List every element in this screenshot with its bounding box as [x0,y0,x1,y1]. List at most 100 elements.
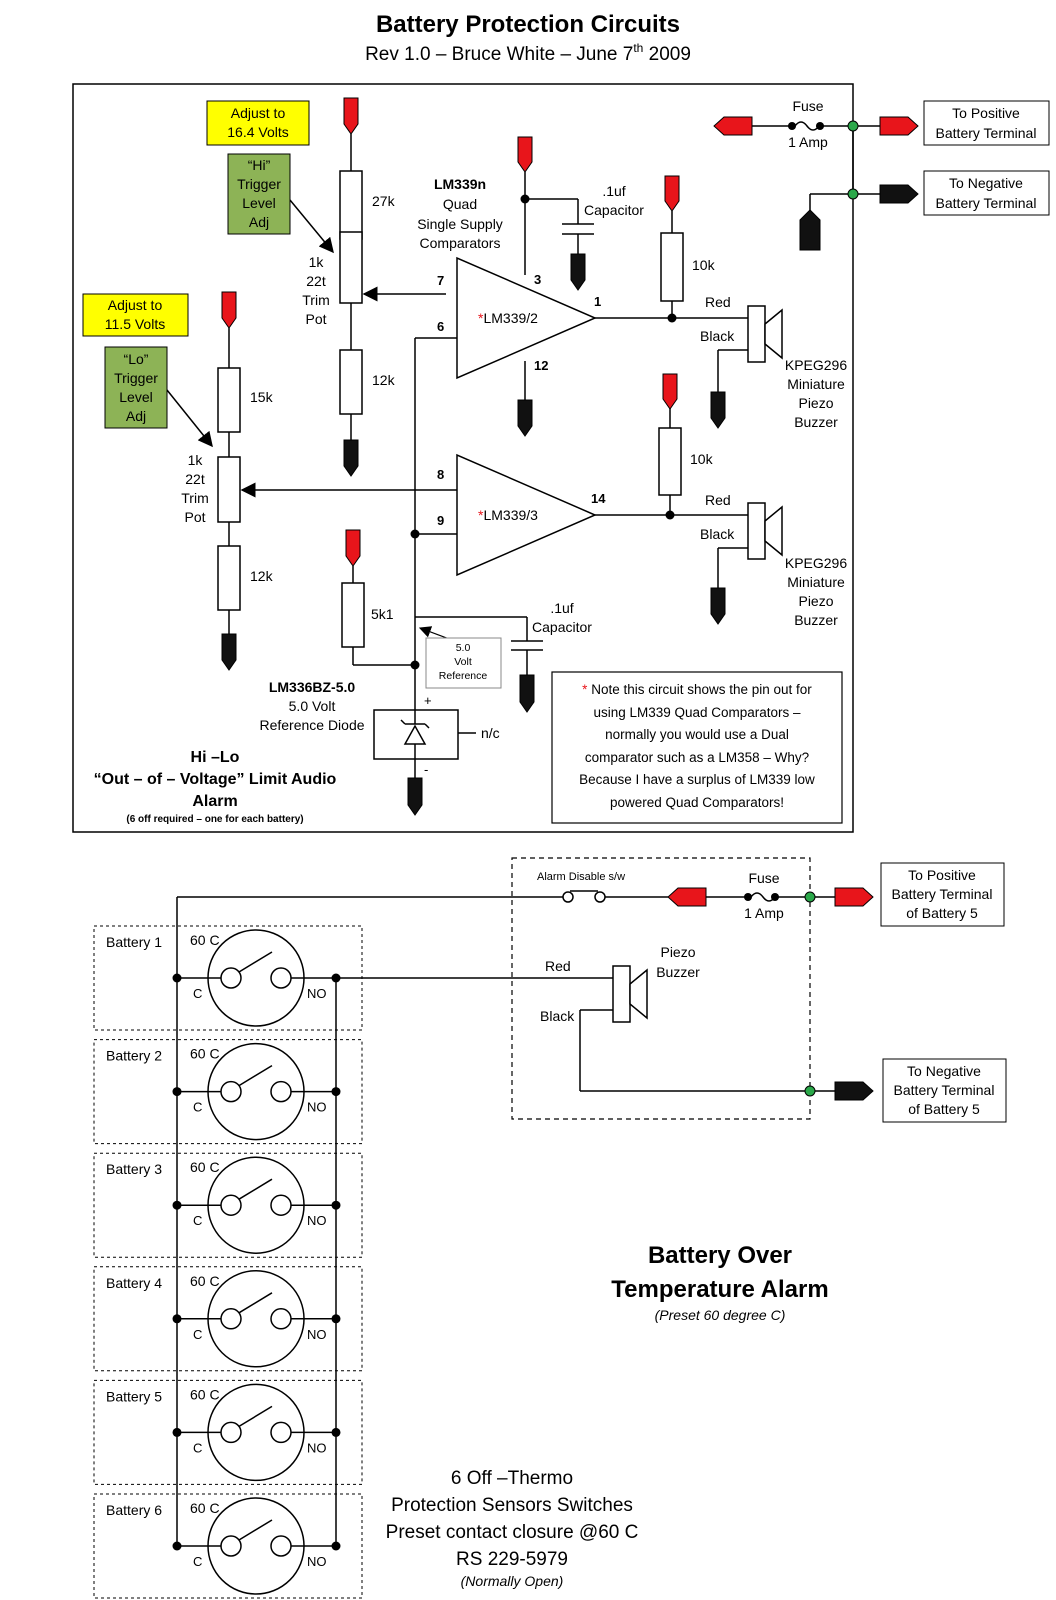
diode-part: LM336BZ-5.0 [269,679,356,695]
temp-fuse-link [750,892,776,902]
adjust-lo-line2: 11.5 Volts [105,316,165,332]
pullup-b-terminal [662,373,678,410]
trimpot-hi [339,231,363,304]
common-junction [172,1314,182,1324]
resistor-15k [217,367,241,433]
no-junction [331,1087,341,1097]
diode-ground [407,777,423,816]
hi-adjust-arrow [289,199,334,254]
switch-lever [238,1292,273,1314]
cap-b-line1: .1uf [550,600,573,616]
temp-to-positive-3: of Battery 5 [906,905,978,921]
comparator-a-label: *LM339/2 [478,310,538,326]
trimpot-hi-line3: Trim [302,292,329,308]
note-line3: normally you would use a Dual [605,727,789,742]
pin-14: 14 [591,491,606,506]
battery-temp-label: 60 C [190,1046,220,1062]
trimpot-lo [217,456,241,523]
battery-temp-label: 60 C [190,932,220,948]
fuse-symbol [788,121,824,131]
alarm-caption-3: Alarm [192,793,237,810]
buzzer-a-line1: KPEG296 [785,357,847,373]
sensor-sub: (Normally Open) [461,1573,564,1589]
red-label-b: Red [705,492,731,508]
switch-contact-c [220,1080,242,1103]
temp-title-sub: (Preset 60 degree C) [655,1307,786,1323]
buzzer-b-ground [710,587,726,625]
note-line1: * Note this circuit shows the pin out fo… [582,682,812,697]
buzzer-b-symbol [747,502,783,560]
lo-trigger-note [104,346,168,429]
temp-to-positive-1: To Positive [908,867,976,883]
output-b-junction [665,510,675,520]
temp-title-2: Temperature Alarm [611,1276,828,1303]
reference-wires [352,566,543,782]
chip-supply-wires [524,172,594,275]
switch-contact-c [220,1421,242,1444]
contact-no-label: NO [307,1440,327,1455]
hi-trigger-line3: Level [242,195,275,211]
note-line2: using LM339 Quad Comparators – [593,705,801,720]
diode-nc: n/c [481,725,500,741]
ref-box [425,637,502,689]
switch-lever [238,951,273,973]
to-positive-box [923,100,1050,146]
alarm-caption-small: (6 off required – one for each battery) [126,814,303,825]
temp-fuse-dot-2 [771,893,779,901]
note-line4: comparator such as a LM358 – Why? [585,750,809,765]
to-negative-line2: Battery Terminal [936,195,1037,211]
note-line6: powered Quad Comparators! [610,795,784,810]
resistor-10k-b [658,427,682,496]
battery-row-box [93,1493,363,1599]
comparator-b [456,453,597,577]
common-junction [172,1541,182,1551]
temp-positive-junction [804,891,816,903]
temp-buzzer-wires [335,977,835,1545]
resistor-5k1 [341,582,365,648]
trimpot-hi-line1: 1k [309,254,325,270]
diode-plus: + [424,693,432,708]
hi-divider-supply-terminal [343,97,359,135]
switch-contact-c [220,1194,242,1216]
switch-lever [238,1064,273,1087]
no-junction [331,1541,341,1551]
temp-negative-arrow [834,1081,874,1101]
no-junction [331,1200,341,1210]
switch-lever [238,1519,273,1541]
reference-diode [373,709,459,760]
note-line5: Because I have a surplus of LM339 low [579,772,815,787]
no-junction [331,973,341,983]
page-subtitle: Rev 1.0 – Bruce White – June 7th 2009 [365,41,691,65]
to-negative-line1: To Negative [949,175,1023,191]
resistor-10k-a-label: 10k [692,257,716,273]
lo-trigger-line1: “Lo” [124,351,149,367]
switch-contact-no [270,1308,292,1330]
junction-dot-positive [847,120,859,132]
negative-terminal-arrow-right [879,184,919,204]
no-junction [331,1314,341,1324]
switch-contact-no [270,1080,292,1103]
buzzer-b-line4: Buzzer [794,612,838,628]
temp-negative-junction [804,1085,816,1097]
battery-name: Battery 4 [106,1275,162,1291]
to-positive-line1: To Positive [952,105,1020,121]
resistor-12k-lo-label: 12k [250,568,274,584]
adjust-hi-line1: Adjust to [231,105,286,121]
adjust-lo-note [82,293,189,337]
ref-box-line3: Reference [439,670,488,682]
lo-divider-supply-terminal [221,291,237,329]
switch-contact-no [270,1194,292,1216]
temp-to-positive-2: Battery Terminal [892,886,993,902]
black-label-a: Black [700,328,735,344]
resistor-12k-lo [217,545,241,611]
temp-buzzer-symbol [612,965,648,1023]
buzzer-a-ground [710,391,726,429]
switch-contact-c [220,1535,242,1557]
chip-part: LM339n [434,176,486,192]
